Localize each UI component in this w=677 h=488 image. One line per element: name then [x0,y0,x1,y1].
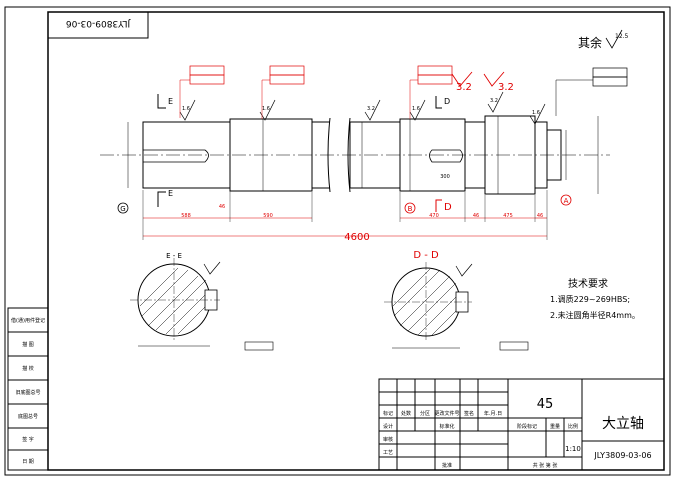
tb-r2-3: 重量 [550,423,560,430]
gdt-frames [189,65,628,87]
remainder-roughness-icon [605,29,623,49]
tb-r4-0: 工艺 [383,450,393,456]
strip-label-5: 底图总号 [18,413,38,420]
section-d-label-bottom: D [444,202,452,213]
section-e-label-top: E [168,97,173,106]
dim-key-len: 300 [440,174,450,180]
drawing-number: JLY3809-03-06 [593,451,651,460]
tb-h-4: 签名 [464,410,474,417]
datum-a-label: A [564,197,569,205]
tb-r2-2: 阶段标记 [517,423,537,430]
dim-seg2: 590 [263,213,273,219]
title-block-grid [378,378,665,471]
roughness-5: 3.2 [490,98,498,104]
section-ee-hatch [139,267,209,335]
section-e-marker-bottom: E [157,189,173,207]
outer-border [4,6,671,476]
rotated-drawing-number: JLY3809-03-06 [66,18,132,28]
tb-h-3: 更改文件号 [434,410,459,417]
red-roughness-right: 3.2 [498,82,514,93]
datum-g: G [117,202,129,214]
dim-seg4: 475 [503,213,513,219]
roughness-2: 1.6 [262,106,270,112]
dim-small-b: 46 [473,213,479,219]
section-dd-gdt [499,341,529,351]
section-ee-gdt [244,341,274,351]
part-name: 大立轴 [602,416,644,432]
dim-seg3: 470 [429,213,439,219]
dim-small-c: 46 [537,213,543,219]
roughness-6: 1.6 [532,110,540,116]
tb-h-5: 年.月.日 [484,410,502,417]
drawing-frame [47,11,665,471]
section-d-marker-bottom: D [435,199,452,213]
keyway-left [143,149,209,163]
tb-r2-0: 设计 [383,423,393,430]
tb-r4-3: 共 张 第 张 [533,462,558,469]
section-e-marker-top: E [157,94,173,109]
section-dd-roughness [455,263,473,277]
section-d-marker-top: D [435,96,450,109]
strip-label-1: 借(通)用件登记 [11,317,45,324]
scale: 1:10 [565,445,581,453]
section-dd-title: D - D [413,250,439,261]
roughness-3: 3.2 [367,106,375,112]
left-strip [7,307,49,471]
tb-r2-4: 比例 [568,423,578,430]
strip-label-3: 描 校 [22,365,34,372]
strip-label-4: 旧底图总号 [15,389,40,396]
tb-h-1: 处数 [401,410,411,417]
datum-b: B [404,202,416,214]
tech-req-item1: 1.调质229~269HBS; [550,294,630,304]
roughness-marks [179,91,546,125]
rotated-number-box [47,11,149,39]
gdt-leaders [179,79,418,119]
dim-small-a: 46 [219,204,225,210]
red-roughness-left: 3.2 [456,82,472,93]
strip-label-6: 签 字 [22,436,34,443]
tb-r4-2: 批准 [442,462,452,469]
datum-g-label: G [120,205,125,213]
section-ee-title: E - E [166,252,182,260]
tb-r3-0: 审核 [383,436,393,443]
strip-label-7: 日 期 [22,459,34,465]
material: 45 [537,397,554,412]
tech-req-item2: 2.未注圆角半径R4mm。 [550,310,640,320]
strip-label-2: 描 图 [22,341,34,348]
length-dims [143,217,547,237]
section-dd-hatch [392,268,459,336]
diameter-dims [127,116,599,194]
shaft-profile [142,115,562,195]
extension-lines [142,190,548,240]
section-ee-roughness [203,261,221,275]
datum-b-label: B [408,205,413,213]
remainder-roughness-label: 其余 [578,35,602,50]
dim-total-length: 4600 [344,232,369,243]
tech-req-title: 技术要求 [568,277,608,290]
section-e-label-bottom: E [168,189,173,198]
datum-a: A [560,194,572,206]
roughness-4: 1.6 [412,106,420,112]
tb-h-2: 分区 [420,410,430,417]
roughness-1: 1.6 [182,106,190,112]
tb-h-0: 标记 [383,410,393,417]
keyway-right [429,149,463,163]
tb-r2-1: 标准化 [439,423,454,430]
section-d-label-top: D [444,97,450,106]
dim-seg1: 588 [181,213,191,219]
red-roughness-symbols [451,71,505,87]
remainder-roughness-value: 12.5 [615,33,629,40]
